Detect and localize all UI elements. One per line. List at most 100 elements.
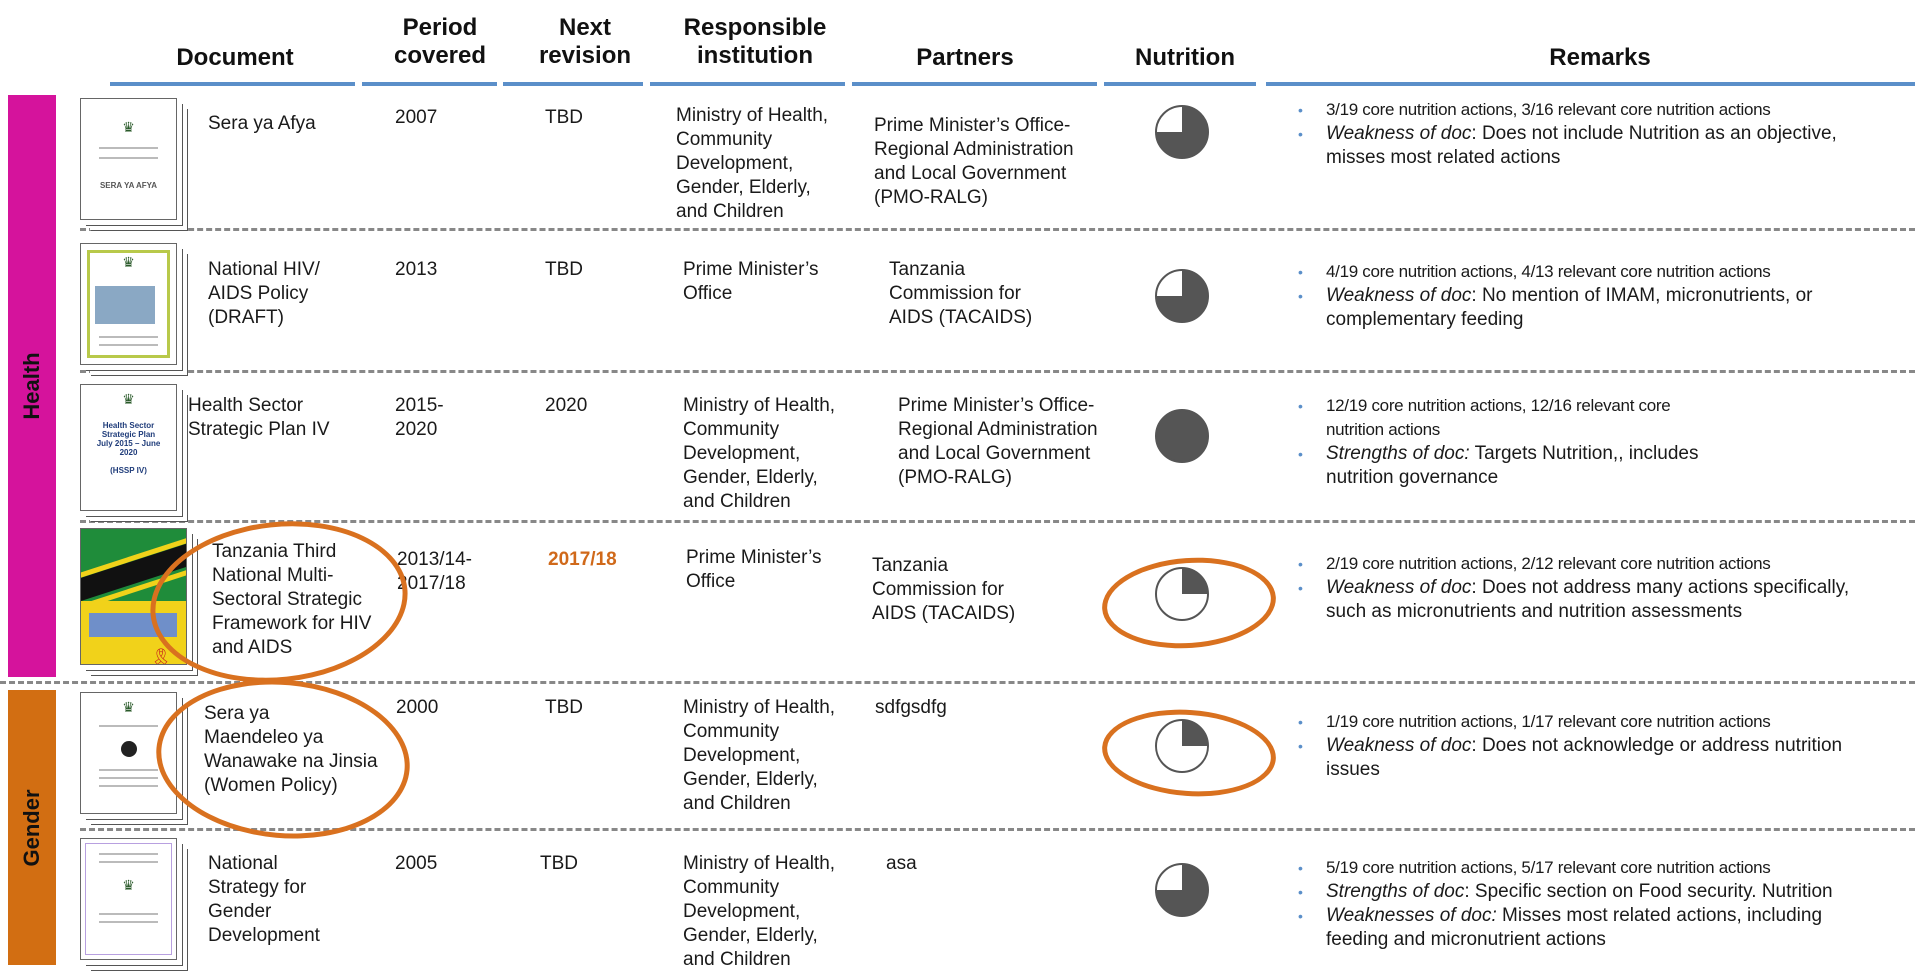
header-remarks: Remarks	[1549, 44, 1651, 71]
bullet-icon: •	[1298, 288, 1303, 304]
emblem-icon	[121, 741, 137, 757]
remark-core-actions: 5/19 core nutrition actions, 5/17 releva…	[1326, 858, 1771, 877]
sector-gender-band: Gender	[8, 690, 56, 965]
red-ribbon-icon: 🎗	[151, 649, 172, 665]
pie-background	[1155, 409, 1209, 463]
remarks: • 5/19 core nutrition actions, 5/17 relev…	[1298, 856, 1913, 952]
remark-label: Weakness of doc	[1326, 577, 1472, 598]
bullet-icon: •	[1298, 446, 1303, 462]
sector-gender-label: Gender	[19, 788, 44, 867]
document-thumbnail: ♛	[80, 243, 177, 365]
remark-text: Targets Nutrition,, includes nutrition g…	[1326, 443, 1699, 488]
header-nutrition: Nutrition	[1135, 44, 1235, 71]
remark-label: Strengths of doc:	[1326, 443, 1470, 464]
bullet-icon: •	[1298, 126, 1303, 142]
coat-of-arms-icon: ♛	[122, 699, 135, 715]
next-revision: TBD	[540, 853, 578, 874]
remark-core-actions: 12/19 core nutrition actions, 12/16 rele…	[1326, 396, 1671, 439]
photo-thumbnail	[95, 286, 155, 324]
bullet-icon: •	[1298, 714, 1303, 730]
nutrition-pie	[1155, 409, 1209, 463]
remark-text: : Specific section on Food security. Nut…	[1464, 881, 1833, 902]
remark-text: : Does not address many actions specific…	[1326, 577, 1850, 622]
document-name: Sera ya Maendeleo ya Wanawake na Jinsia …	[204, 703, 378, 796]
bullet-icon: •	[1298, 860, 1303, 876]
remark-core-actions: 4/19 core nutrition actions, 4/13 releva…	[1326, 262, 1771, 281]
responsible-institution: Prime Minister’s Office	[686, 547, 822, 592]
partners: sdfgsdfg	[875, 697, 947, 718]
thumbnail-title: Health Sector Strategic Plan July 2015 –…	[96, 421, 161, 475]
remark-label: Weakness of doc	[1326, 285, 1472, 306]
remark-text: : No mention of IMAM, micronutrients, or…	[1326, 285, 1813, 330]
bullet-icon: •	[1298, 556, 1303, 572]
bullet-icon: •	[1298, 884, 1303, 900]
header-underline	[362, 82, 497, 86]
remark-label: Weaknesses of doc:	[1326, 905, 1497, 926]
document-thumbnail: ♛ Health Sector Strategic Plan July 2015…	[80, 384, 177, 511]
remark-text: : Does not acknowledge or address nutrit…	[1326, 735, 1843, 780]
document-name: National HIV/ AIDS Policy (DRAFT)	[208, 259, 320, 328]
responsible-institution: Ministry of Health, Community Developmen…	[683, 697, 836, 814]
coat-of-arms-icon: ♛	[122, 119, 135, 135]
period-covered: 2013	[395, 259, 438, 280]
header-underline	[1266, 82, 1915, 86]
highlight-circle	[149, 669, 417, 849]
sector-separator	[0, 681, 1915, 684]
row-separator	[80, 228, 1915, 231]
bullet-icon: •	[1298, 398, 1303, 414]
header-next: Next revision	[538, 14, 632, 69]
header-underline	[852, 82, 1097, 86]
period-covered: 2013/14- 2017/18	[397, 549, 473, 594]
remarks: • 3/19 core nutrition actions, 3/16 relev…	[1298, 98, 1908, 170]
next-revision: TBD	[545, 259, 583, 280]
coat-of-arms-icon: ♛	[122, 391, 135, 407]
header-responsible: Responsible institution	[683, 14, 827, 69]
header-underline	[650, 82, 845, 86]
header-underline	[503, 82, 643, 86]
period-covered: 2000	[396, 697, 439, 718]
next-revision: TBD	[545, 107, 583, 128]
partners: asa	[886, 853, 917, 874]
bullet-icon: •	[1298, 738, 1303, 754]
remark-core-actions: 1/19 core nutrition actions, 1/17 releva…	[1326, 712, 1771, 731]
highlight-circle	[1099, 552, 1279, 654]
pie-filled-slice	[1156, 270, 1208, 322]
nutrition-pie	[1155, 863, 1209, 917]
partners: Tanzania Commission for AIDS (TACAIDS)	[889, 259, 1033, 328]
pie-filled-slice	[1156, 864, 1208, 916]
row-separator	[80, 520, 1915, 523]
responsible-institution: Ministry of Health, Community Developmen…	[683, 395, 836, 512]
header-underline	[1104, 82, 1256, 86]
responsible-institution: Ministry of Health, Community Developmen…	[676, 105, 829, 222]
remark-core-actions: 3/19 core nutrition actions, 3/16 releva…	[1326, 100, 1771, 119]
bullet-icon: •	[1298, 908, 1303, 924]
bullet-icon: •	[1298, 580, 1303, 596]
next-revision: 2020	[545, 395, 588, 416]
header-underline	[110, 82, 355, 86]
next-revision: 2017/18	[548, 549, 617, 570]
document-thumbnail: 🎗	[80, 528, 187, 665]
partners: Prime Minister’s Office- Regional Admini…	[874, 115, 1074, 208]
document-thumbnail: ♛	[80, 838, 177, 960]
thumbnail-title: SERA YA AFYA	[99, 181, 158, 190]
header-partners: Partners	[916, 44, 1014, 71]
remark-label: Strengths of doc	[1326, 881, 1465, 902]
remarks: •2/19 core nutrition actions, 2/12 relev…	[1298, 552, 1913, 624]
period-covered: 2015- 2020	[395, 395, 444, 440]
remark-label: Weakness of doc	[1326, 123, 1472, 144]
nutrition-pie	[1155, 719, 1209, 773]
nutrition-pie	[1155, 105, 1209, 159]
sector-health-band: Health	[8, 95, 56, 677]
remark-text: : Does not include Nutrition as an objec…	[1326, 123, 1837, 168]
remark-text: Misses most related actions, including f…	[1326, 905, 1823, 950]
partners: Prime Minister’s Office- Regional Admini…	[898, 395, 1098, 488]
header-period: Period covered	[393, 14, 487, 69]
row-separator	[80, 370, 1915, 373]
document-name: Sera ya Afya	[208, 113, 316, 134]
header-document: Document	[176, 44, 294, 71]
remark-label: Weakness of doc	[1326, 735, 1472, 756]
remarks: • 12/19 core nutrition actions, 12/16 rel…	[1298, 394, 1908, 490]
remarks: • 4/19 core nutrition actions, 4/13 relev…	[1298, 260, 1908, 332]
sector-health-label: Health	[19, 352, 44, 420]
nutrition-pie	[1155, 567, 1209, 621]
